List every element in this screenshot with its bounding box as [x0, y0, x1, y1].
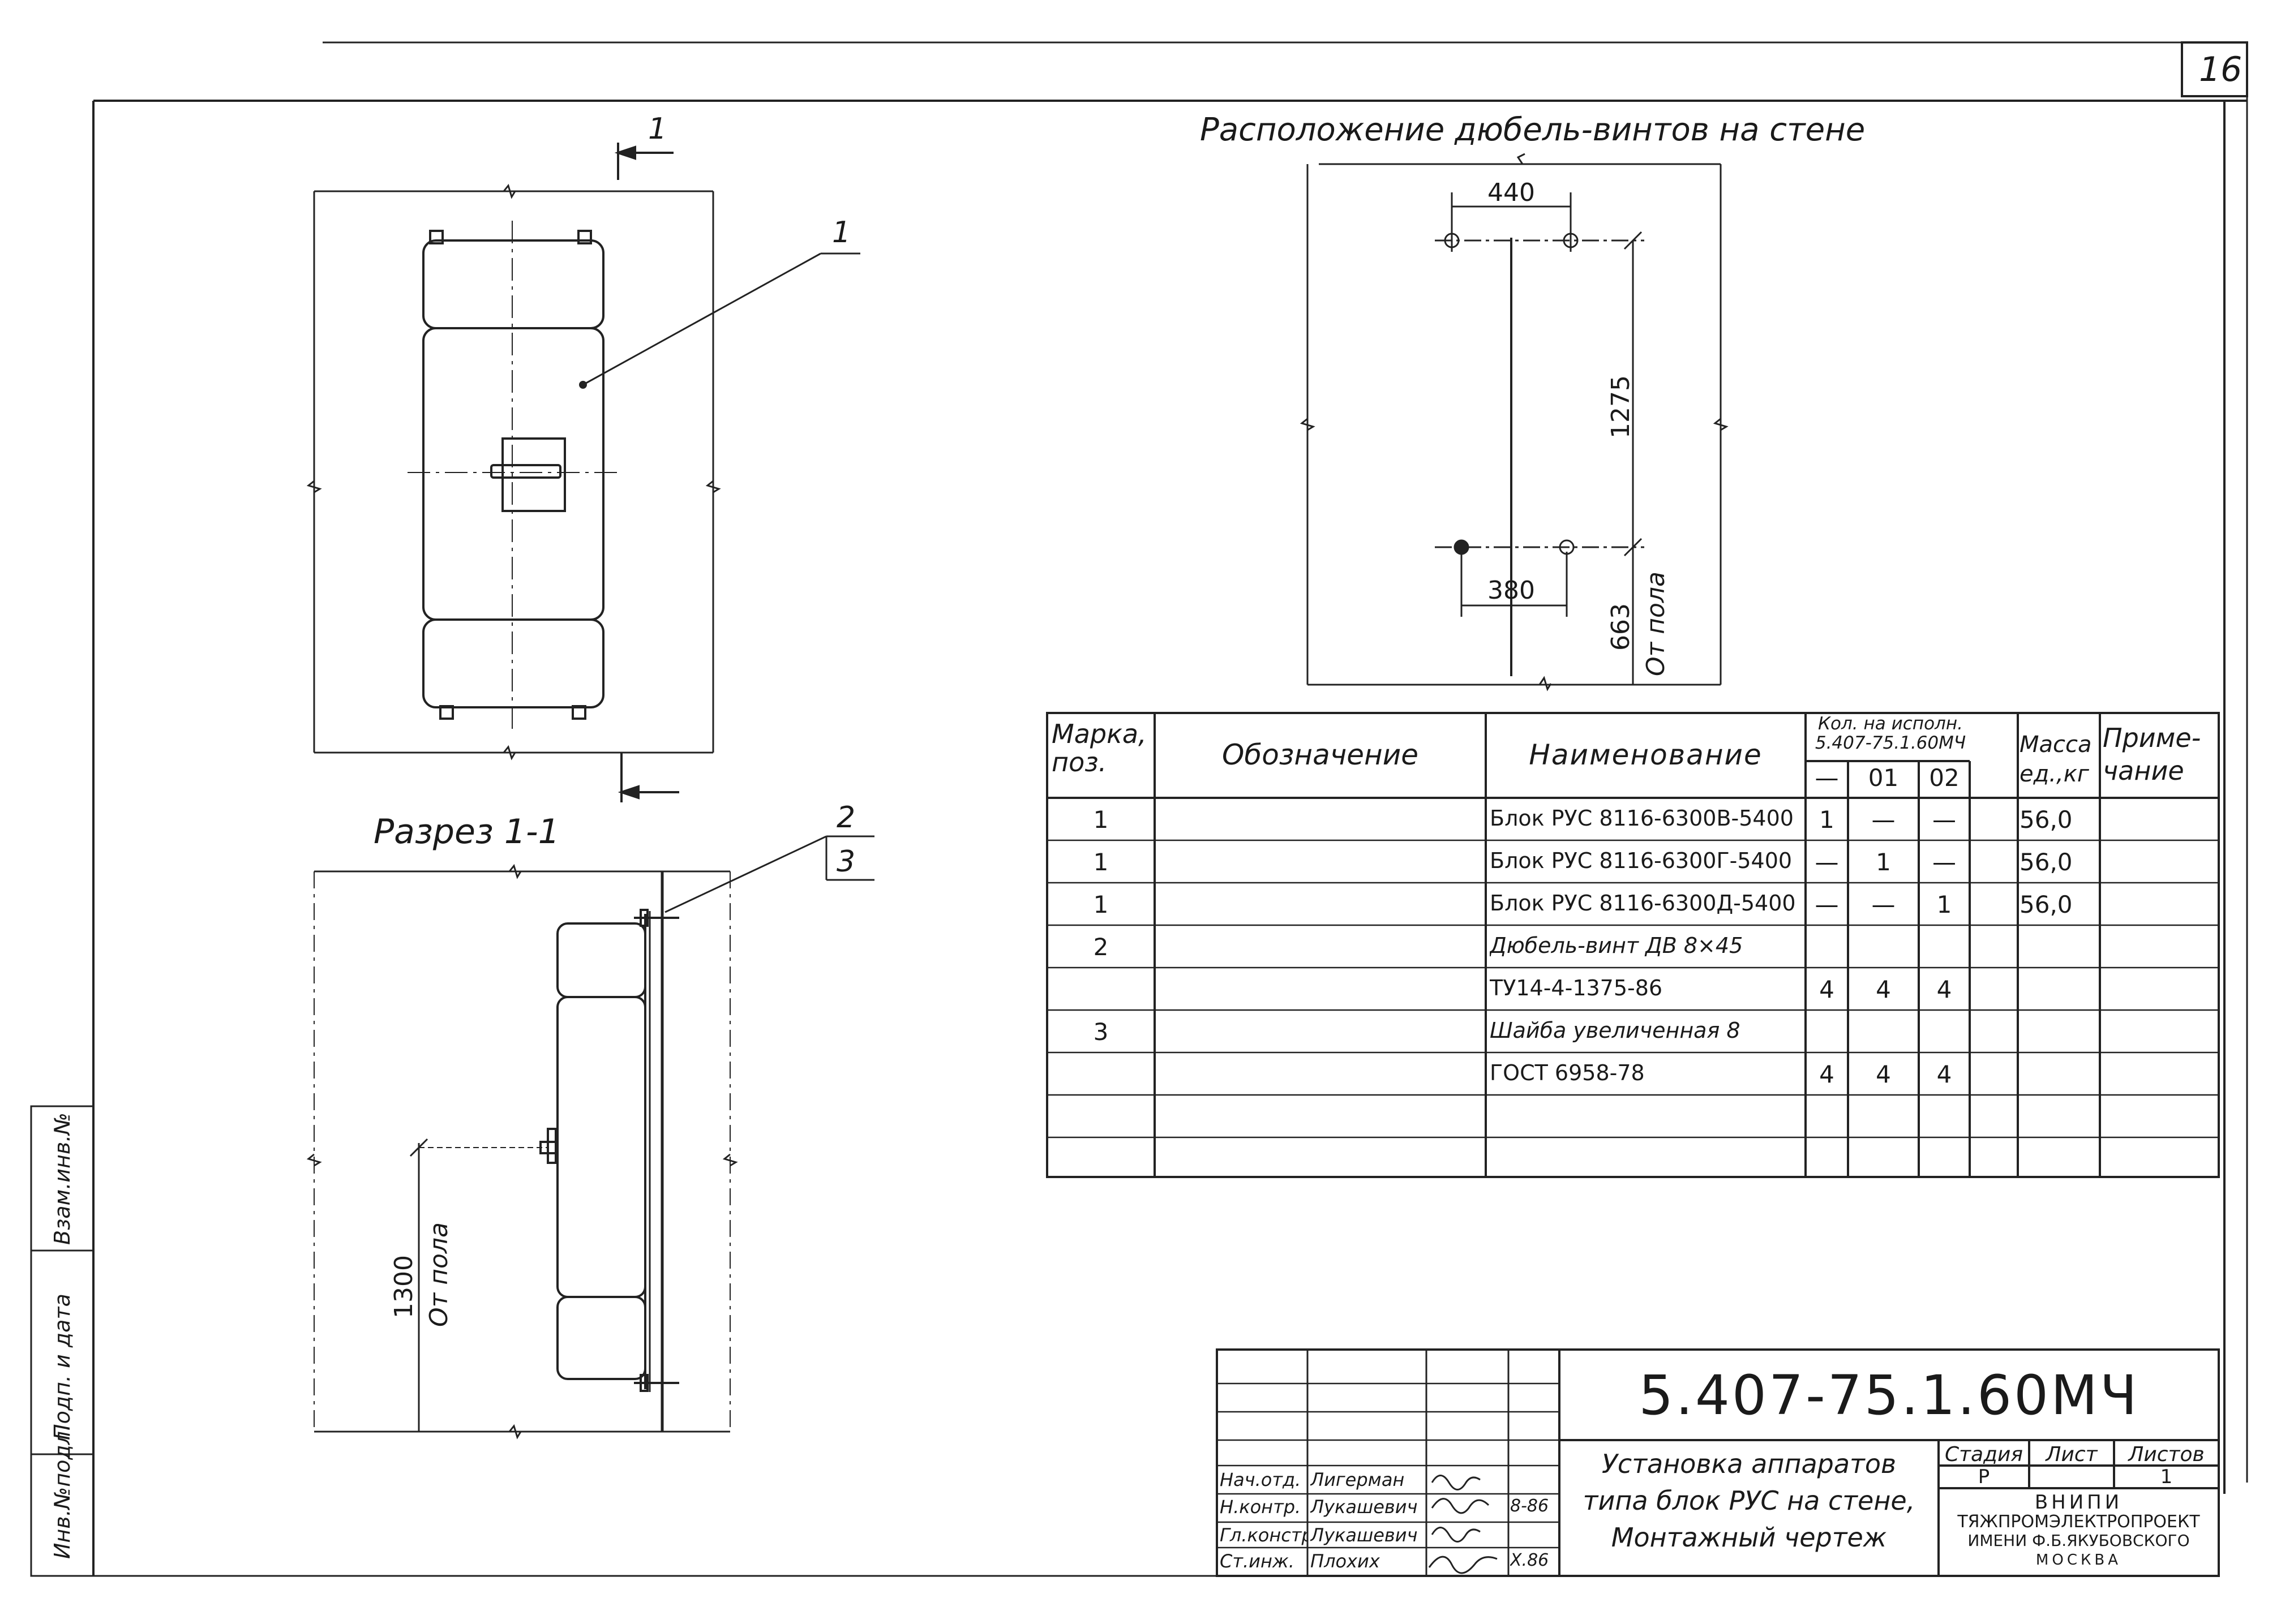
cell-q1: —: [1871, 806, 1896, 834]
cell-q0: 4: [1819, 976, 1834, 1003]
cell-q2: 4: [1936, 1060, 1952, 1088]
cell-q2: 1: [1936, 891, 1952, 918]
th-qty-1: 01: [1868, 764, 1899, 792]
cell-q2: 4: [1936, 976, 1952, 1003]
floor-label-section: От пола: [425, 1222, 453, 1327]
spec-table-grid: [1046, 712, 2220, 1178]
signer-name: Плохих: [1310, 1550, 1380, 1572]
stamp-label-inv: Инв.№подл.: [50, 1424, 75, 1559]
dim-1275: 1275: [1606, 375, 1635, 439]
dowel-layout-title: Расположение дюбель-винтов на стене: [1200, 111, 1865, 148]
org-line-2: ТЯЖПРОМЭЛЕКТРОПРОЕКТ: [1957, 1512, 2200, 1532]
cell-q1: 4: [1876, 1060, 1891, 1088]
plan-view: [306, 143, 860, 802]
stamp-label-sign: Подп. и дата: [50, 1294, 75, 1440]
cell-mass: 56,0: [2020, 891, 2073, 918]
cell-name: ГОСТ 6958-78: [1490, 1060, 1645, 1085]
stage-label: Стадия: [1944, 1443, 2023, 1466]
cell-name: Блок РУС 8116-6300В-5400: [1490, 806, 1794, 831]
cell-name: Блок РУС 8116-6300Д-5400: [1490, 891, 1796, 916]
cell-mass: 56,0: [2020, 848, 2073, 876]
sheets-label: Листов: [2128, 1443, 2205, 1466]
floor-label-dowel: От пола: [1641, 572, 1670, 676]
sheets-total: 1: [2160, 1466, 2173, 1488]
th-qty-0: —: [1815, 764, 1839, 792]
cell-name: Дюбель-винт ДВ 8×45: [1490, 933, 1743, 958]
th-designation: Обозначение: [1222, 738, 1418, 771]
cell-q2: —: [1932, 806, 1956, 834]
doc-title-line-3: Монтажный чертеж: [1611, 1522, 1887, 1553]
dim-1300: 1300: [389, 1255, 418, 1318]
doc-code: 5.407-75.1.60МЧ: [1639, 1364, 2139, 1427]
signer-role: Н.контр.: [1220, 1496, 1301, 1518]
title-block-grid: [1216, 1348, 2220, 1577]
section-mark-top: 1: [648, 112, 667, 146]
dowel-layout-diagram: [1300, 153, 1729, 691]
cell-q1: 4: [1876, 976, 1891, 1003]
cell-mark: 1: [1093, 806, 1109, 834]
cell-q0: 4: [1819, 1060, 1834, 1088]
section-view: [306, 835, 874, 1440]
th-note: Приме- чание: [2103, 723, 2201, 786]
cell-mark: 1: [1093, 891, 1109, 918]
cell-q0: —: [1815, 848, 1839, 876]
cell-mark: 3: [1093, 1018, 1109, 1046]
signer-role: Гл.констр.: [1220, 1524, 1307, 1546]
cell-q2: —: [1932, 848, 1956, 876]
stamp-label-replace: Взам.инв.№: [50, 1112, 75, 1245]
org-line-4: МОСКВА: [2035, 1552, 2122, 1569]
cell-q0: 1: [1819, 806, 1834, 834]
cell-mark: 2: [1093, 933, 1109, 961]
cell-q1: 1: [1876, 848, 1891, 876]
org-line-3: ИМЕНИ Ф.Б.ЯКУБОВСКОГО: [1967, 1531, 2190, 1550]
signer-name: Лукашевич: [1310, 1524, 1418, 1546]
dim-380: 380: [1487, 576, 1535, 605]
cell-q0: —: [1815, 891, 1839, 918]
sidebar-stamp-box: [30, 1105, 95, 1577]
callout-item-3: 3: [837, 845, 855, 879]
sidebar-stamp: Инв.№подл. Подп. и дата Взам.инв.№: [33, 1106, 92, 1576]
sheet-number: 16: [2199, 50, 2243, 89]
stage-value: Р: [1978, 1466, 1990, 1488]
cell-name: Блок РУС 8116-6300Г-5400: [1490, 848, 1793, 873]
signer-date: 8-86: [1510, 1496, 1549, 1516]
signer-role: Ст.инж.: [1220, 1550, 1294, 1572]
section-title: Разрез 1-1: [374, 812, 560, 852]
signer-role: Нач.отд.: [1220, 1469, 1301, 1490]
callout-item-2: 2: [837, 801, 855, 835]
cell-mark: 1: [1093, 848, 1109, 876]
callout-item-1: 1: [832, 216, 851, 250]
sheet-label: Лист: [2046, 1443, 2098, 1466]
th-mass: Масса ед.,кг: [2020, 732, 2092, 787]
cell-q1: —: [1871, 891, 1896, 918]
signer-date: X.86: [1510, 1550, 1549, 1570]
cell-name: Шайба увеличенная 8: [1490, 1018, 1740, 1043]
dim-663: 663: [1606, 603, 1635, 651]
th-mark: Марка, поз.: [1052, 719, 1147, 777]
th-qty-group: Кол. на исполн. 5.407-75.1.60МЧ: [1815, 714, 1966, 753]
cell-name: ТУ14-4-1375-86: [1490, 976, 1663, 1000]
doc-title-line-1: Установка аппаратов: [1601, 1449, 1897, 1479]
signer-name: Лигерман: [1310, 1469, 1405, 1490]
signer-name: Лукашевич: [1310, 1496, 1418, 1518]
sheet-number-box: [2181, 41, 2248, 97]
dim-440: 440: [1487, 178, 1535, 207]
cell-mass: 56,0: [2020, 806, 2073, 834]
doc-title-line-2: типа блок РУС на стене,: [1583, 1485, 1915, 1516]
th-qty-2: 02: [1929, 764, 1960, 792]
org-line-1: ВНИПИ: [2034, 1491, 2123, 1514]
signatures: [1428, 1475, 1498, 1574]
th-name: Наименование: [1529, 738, 1763, 771]
